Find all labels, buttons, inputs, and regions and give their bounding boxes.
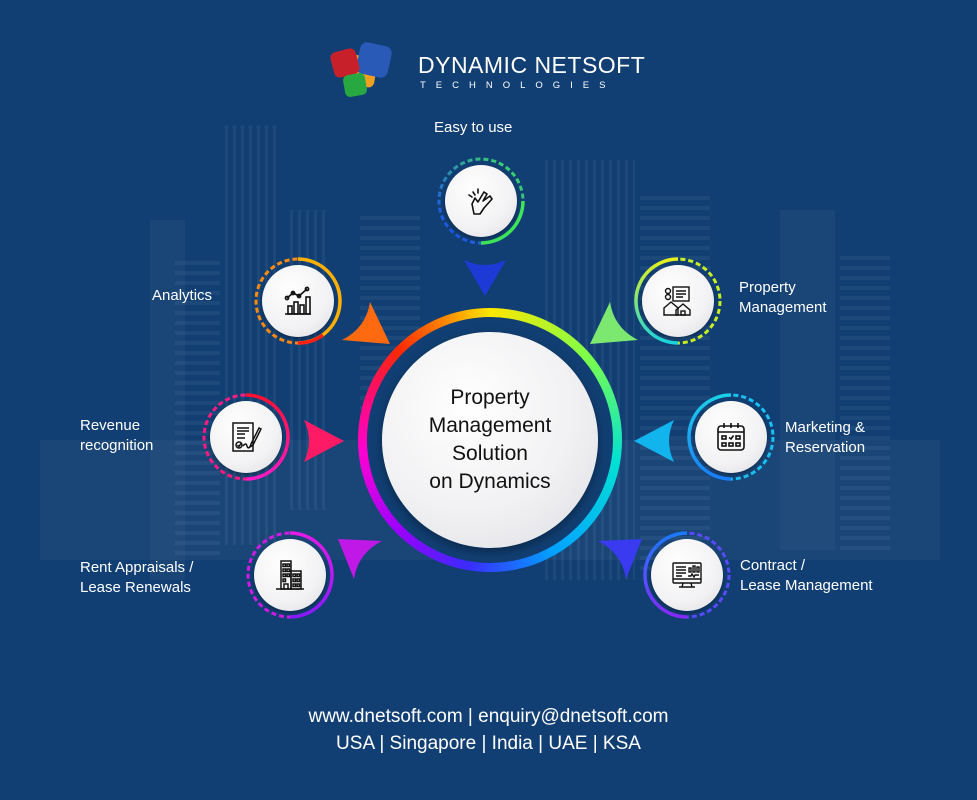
center-hub: Property Management Solution on Dynamics <box>382 332 598 548</box>
signed-contract-icon <box>232 422 263 452</box>
snap-fingers-icon <box>468 188 493 215</box>
footer-locations: USA | Singapore | India | UAE | KSA <box>336 733 641 754</box>
feature-label-contract-lease: Contract /Lease Management <box>740 557 873 594</box>
arrow-left-up-icon <box>598 539 642 579</box>
property-document-icon <box>663 286 691 316</box>
feature-node-contract-lease <box>642 530 732 620</box>
arrow-right-icon <box>304 420 344 462</box>
office-building-icon <box>276 560 304 590</box>
arrow-left-icon <box>634 420 674 462</box>
line-bar-chart-icon <box>284 286 311 315</box>
brand-tagline: TECHNOLOGIES <box>420 80 616 91</box>
arrow-left-down-icon <box>590 302 638 344</box>
feature-node-easy-to-use <box>436 156 526 246</box>
feature-label-rent-appraisals: Rent Appraisals /Lease Renewals <box>80 559 194 596</box>
footer-contact: www.dnetsoft.com | enquiry@dnetsoft.com <box>308 706 669 727</box>
cubes-logo-icon <box>330 42 392 97</box>
feature-label-marketing-reservation: Marketing &Reservation <box>785 419 866 456</box>
feature-node-analytics <box>253 256 343 346</box>
monitor-dashboard-icon <box>672 562 702 588</box>
arrow-right-up-icon <box>338 539 382 579</box>
feature-label-analytics: Analytics <box>152 287 213 304</box>
feature-node-property-management <box>633 256 723 346</box>
arrow-right-down-icon <box>342 302 390 344</box>
brand-name: DYNAMIC NETSOFT <box>418 52 646 78</box>
company-logo: DYNAMIC NETSOFT TECHNOLOGIES <box>330 42 645 100</box>
calendar-icon <box>717 423 745 451</box>
feature-node-revenue-recognition <box>201 392 291 482</box>
feature-node-rent-appraisals <box>245 530 335 620</box>
feature-label-easy-to-use: Easy to use <box>434 119 513 136</box>
feature-node-marketing-reservation <box>686 392 776 482</box>
arrow-down-icon <box>464 260 506 296</box>
center-title: Property Management Solution on Dynamics <box>428 386 552 493</box>
